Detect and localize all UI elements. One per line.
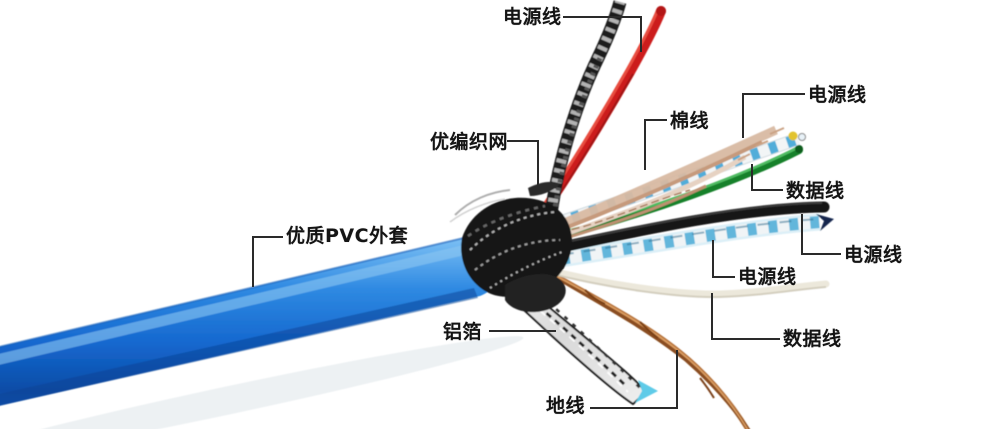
label-power-right-mid: 电源线	[844, 244, 903, 266]
leader-power-top	[563, 16, 642, 52]
wire-black-highlight	[547, 202, 823, 247]
power-wire-red-tip	[656, 6, 666, 16]
label-power-top: 电源线	[503, 6, 562, 28]
leader-power-right-mid	[801, 214, 841, 255]
ground-wire-copper-strand2	[549, 272, 751, 429]
cable-jacket	[0, 237, 503, 406]
label-data-right-top: 数据线	[786, 180, 845, 202]
label-braid: 优编织网	[430, 131, 509, 153]
ground-wire-copper-highlight	[541, 267, 749, 429]
twisted-pair-upper-tip-nub	[798, 133, 806, 141]
foil-braid-texture-2	[504, 266, 641, 389]
label-foil: 铝箔	[443, 321, 483, 343]
wire-cream-white-shade	[539, 270, 827, 299]
twisted-pair-lower-streak	[539, 218, 819, 259]
label-power-mid: 电源线	[738, 266, 797, 288]
cable-jacket-highlight	[0, 244, 469, 365]
twisted-pair-upper-tip-yellow	[788, 131, 798, 141]
label-power-right-top: 电源线	[808, 84, 867, 106]
wire-black	[542, 201, 830, 256]
leader-power-right-top	[742, 93, 805, 138]
braid-bundle	[449, 181, 572, 313]
foil-arrow-tip	[635, 380, 658, 403]
label-cotton: 棉线	[670, 110, 710, 132]
twisted-pair-lower-stripes	[539, 216, 821, 268]
photo-layer	[0, 0, 834, 429]
cable-jacket-bottom-shade	[0, 288, 478, 406]
label-data-right-bottom: 数据线	[783, 328, 842, 350]
leader-ground	[590, 350, 678, 409]
label-ground: 地线	[546, 395, 586, 417]
leader-lines	[252, 16, 841, 409]
cable-shadow	[0, 336, 524, 429]
leader-braid	[507, 140, 539, 187]
wire-green	[556, 146, 803, 240]
leader-pvc	[252, 236, 283, 287]
twisted-pair-lower-tip	[816, 214, 834, 231]
wire-green-tip	[795, 145, 803, 153]
cable-jacket-top-edge	[0, 236, 469, 348]
leader-cotton	[644, 119, 667, 170]
ground-wire-twist	[584, 289, 715, 399]
leader-power-mid	[712, 240, 735, 278]
wire-cream-white	[536, 264, 830, 298]
leader-data-right-top	[751, 164, 783, 191]
label-pvc-jacket: 优质PVC外套	[286, 225, 409, 247]
leader-data-right-bottom	[711, 293, 780, 340]
